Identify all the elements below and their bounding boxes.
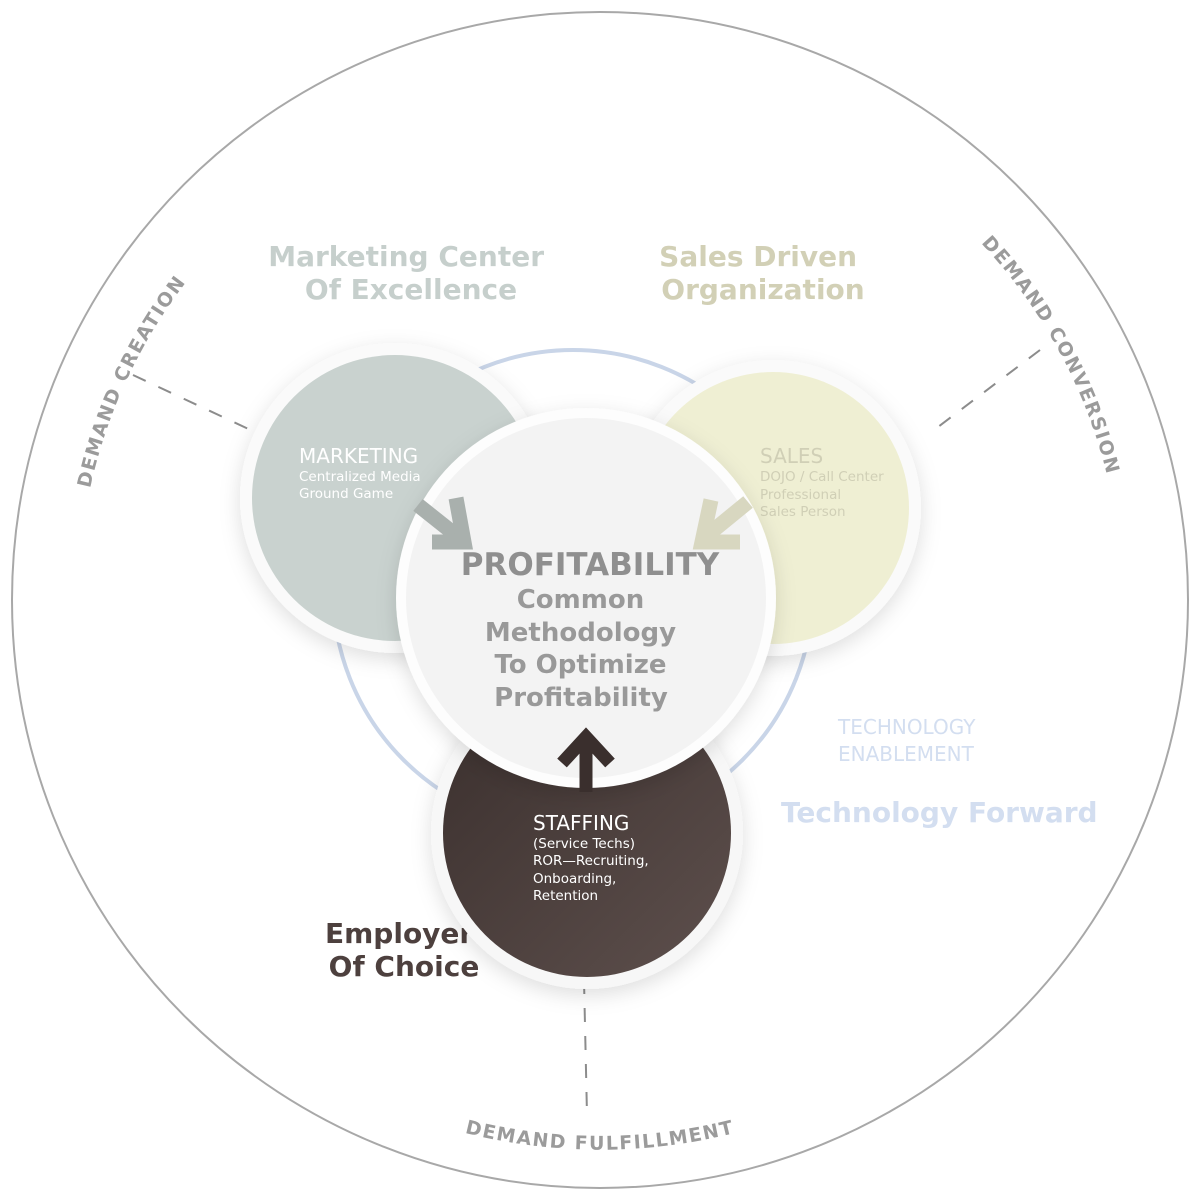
divider-creation (132, 374, 258, 434)
divider-conversion (929, 349, 1041, 434)
staffing-title: STAFFING (533, 811, 629, 835)
profitability-description: Common Methodology To Optimize Profitabi… (485, 585, 685, 713)
technology-theme: Technology Forward (781, 796, 1098, 829)
divider-fulfillment (583, 979, 588, 1116)
sales-theme: Sales Driven Organization (659, 240, 867, 306)
staffing-details: (Service Techs) ROR—Recruiting, Onboardi… (533, 836, 653, 904)
sales-title: SALES (760, 444, 823, 468)
marketing-theme: Marketing Center Of Excellence (268, 240, 554, 306)
technology-enablement-label: TECHNOLOGY ENABLEMENT (837, 715, 982, 766)
arrow-down-right-icon (413, 496, 473, 550)
marketing-details: Centralized Media Ground Game (299, 469, 425, 502)
sales-details: DOJO / Call Center Professional Sales Pe… (760, 469, 888, 520)
employer-theme: Employer Of Choice (325, 917, 483, 983)
arrow-down-left-icon (692, 496, 753, 550)
profitability-circle: PROFITABILITY Common Methodology To Opti… (396, 408, 776, 788)
dividers (132, 349, 1041, 1116)
profitability-title: PROFITABILITY (461, 547, 720, 583)
marketing-title: MARKETING (299, 444, 418, 468)
arrow-up-icon (557, 727, 615, 792)
